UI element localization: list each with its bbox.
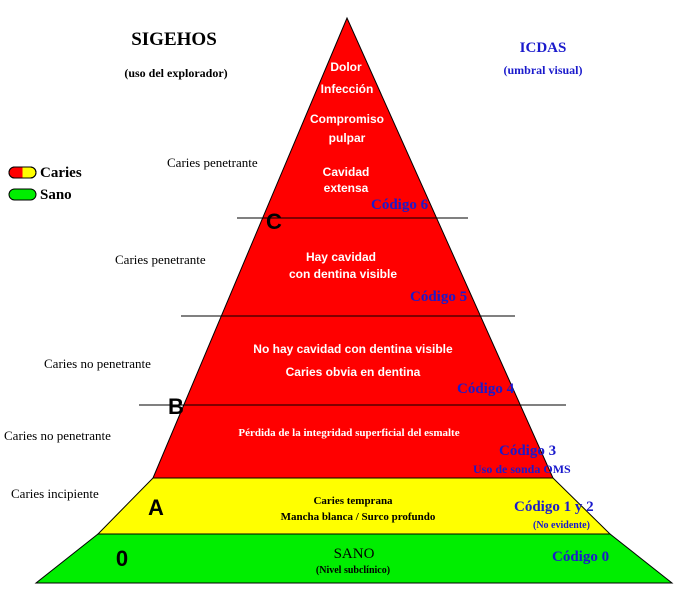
side-label-caries-penetrante-1: Caries penetrante bbox=[167, 155, 258, 170]
side-label-caries-penetrante-2: Caries penetrante bbox=[115, 252, 206, 267]
band-text-extensa: extensa bbox=[324, 181, 369, 195]
code-1-2-note: (No evidente) bbox=[533, 520, 590, 531]
level-letter-c: C bbox=[266, 209, 282, 234]
side-label-caries-no-penetrante-2: Caries no penetrante bbox=[4, 428, 111, 443]
code-3-note: Uso de sonda OMS bbox=[473, 462, 571, 476]
band-text-perdida: Pérdida de la integridad superficial del… bbox=[238, 427, 459, 439]
band-text-infeccion: Infección bbox=[321, 82, 374, 96]
code-0: Código 0 bbox=[552, 549, 609, 565]
sigehos-title: SIGEHOS bbox=[131, 29, 217, 50]
code-5: Código 5 bbox=[410, 289, 467, 305]
icdas-title: ICDAS bbox=[520, 40, 567, 56]
band-text-cavidad: Cavidad bbox=[323, 165, 370, 179]
band-text-dolor: Dolor bbox=[330, 60, 362, 74]
sigehos-subtitle: (uso del explorador) bbox=[124, 66, 227, 80]
band-text-mancha-blanca: Mancha blanca / Surco profundo bbox=[281, 511, 436, 523]
level-letter-b: B bbox=[168, 394, 184, 419]
band-red-upper bbox=[152, 16, 554, 479]
band-text-pulpar: pulpar bbox=[329, 131, 366, 145]
side-label-caries-no-penetrante-1: Caries no penetrante bbox=[44, 356, 151, 371]
code-1-2: Código 1 y 2 bbox=[514, 499, 594, 515]
band-text-nivel-subclinico: (Nivel subclínico) bbox=[316, 565, 390, 576]
code-4: Código 4 bbox=[457, 381, 515, 397]
legend-label-caries: Caries bbox=[40, 165, 82, 181]
band-text-compromiso: Compromiso bbox=[310, 112, 384, 126]
code-6: Código 6 bbox=[371, 197, 429, 213]
side-label-caries-incipiente: Caries incipiente bbox=[11, 486, 99, 501]
level-letter-a: A bbox=[148, 495, 164, 520]
icdas-subtitle: (umbral visual) bbox=[503, 63, 582, 77]
band-text-hay-cavidad: Hay cavidad bbox=[306, 250, 376, 264]
band-text-con-dentina: con dentina visible bbox=[289, 267, 397, 281]
band-text-sano: SANO bbox=[334, 546, 375, 562]
band-text-caries-temprana: Caries temprana bbox=[313, 495, 393, 507]
band-text-caries-obvia: Caries obvia en dentina bbox=[286, 365, 421, 379]
healthy-pill-icon bbox=[8, 188, 37, 201]
code-3: Código 3 bbox=[499, 443, 556, 459]
band-text-no-hay-cavidad: No hay cavidad con dentina visible bbox=[253, 342, 453, 356]
level-letter-zero: 0 bbox=[116, 546, 128, 571]
legend-label-sano: Sano bbox=[40, 187, 72, 203]
legend: Caries Sano bbox=[8, 165, 82, 203]
caries-pill-icon bbox=[8, 166, 37, 179]
